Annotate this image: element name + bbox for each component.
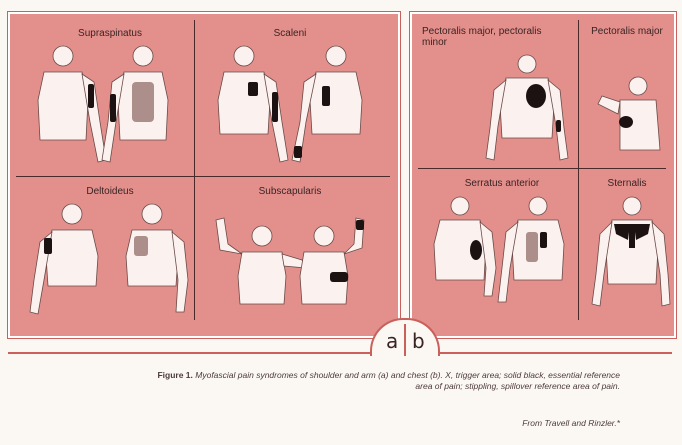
- back-torso-figure: [292, 46, 362, 162]
- pectoralis-major-minor-figure: [482, 54, 572, 164]
- panel-a: Supraspinatus Scaleni Deltoideus Subscap…: [8, 12, 400, 338]
- front-torso-figure: [218, 46, 288, 162]
- front-torso-figure: [38, 46, 106, 162]
- panel-b-vertical-divider: [578, 20, 579, 320]
- panel-a-vertical-divider: [194, 20, 195, 320]
- panel-b: Pectoralis major, pectoralis minor Pecto…: [410, 12, 676, 338]
- back-torso-figure: [102, 46, 168, 162]
- label-scaleni: Scaleni: [240, 28, 340, 39]
- front-torso-figure: [216, 218, 306, 304]
- supraspinatus-figures: [28, 42, 188, 172]
- back-torso-figure: [126, 204, 188, 312]
- caption-source: From Travell and Rinzler.*: [470, 418, 620, 428]
- subscapularis-figures: [206, 200, 386, 330]
- label-pectoralis-major: Pectoralis major: [590, 26, 664, 37]
- deltoideus-figures: [28, 200, 188, 330]
- label-subscapularis: Subscapularis: [230, 186, 350, 197]
- sternalis-figure: [592, 194, 672, 324]
- caption-separator: [8, 352, 672, 354]
- pectoralis-major-figure: [598, 74, 668, 154]
- serratus-anterior-figures: [426, 192, 576, 322]
- back-torso-figure: [498, 197, 564, 302]
- panel-letter-b: b: [412, 329, 425, 353]
- label-supraspinatus: Supraspinatus: [50, 28, 170, 39]
- back-torso-figure: [300, 218, 364, 304]
- front-torso-figure: [30, 204, 98, 314]
- scaleni-figures: [206, 42, 386, 172]
- badge-divider: [404, 324, 406, 356]
- label-serratus-anterior: Serratus anterior: [442, 178, 562, 189]
- label-sternalis: Sternalis: [590, 178, 664, 189]
- label-deltoideus: Deltoideus: [50, 186, 170, 197]
- panel-b-horizontal-divider: [418, 168, 666, 169]
- front-torso-figure: [434, 197, 496, 296]
- caption-figure-number: Figure 1.: [157, 370, 192, 380]
- panel-letter-a: a: [386, 329, 398, 353]
- panel-a-horizontal-divider: [16, 176, 390, 177]
- caption-text: Myofascial pain syndromes of shoulder an…: [195, 370, 620, 391]
- label-pectoralis-major-minor: Pectoralis major, pectoralis minor: [422, 26, 562, 48]
- figure-caption: Figure 1. Myofascial pain syndromes of s…: [150, 370, 620, 392]
